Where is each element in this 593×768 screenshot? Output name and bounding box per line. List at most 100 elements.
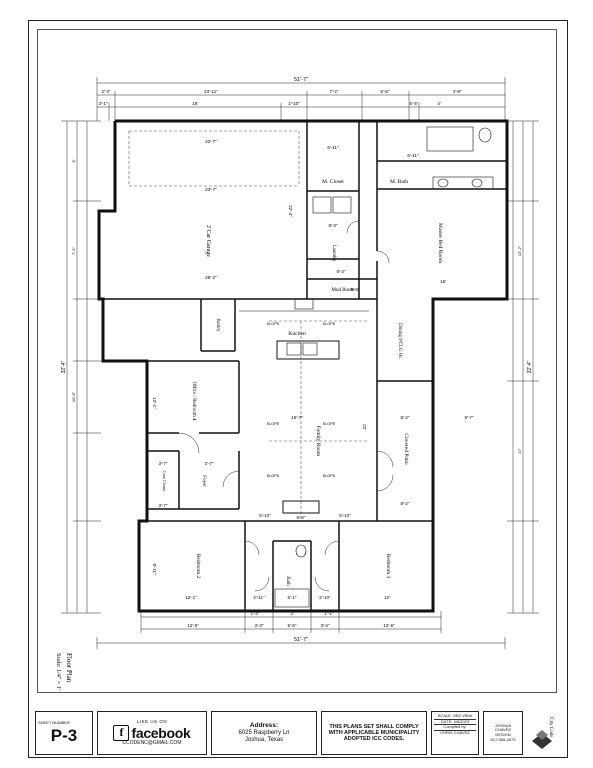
dim-top2-1: 3'-1": [99, 101, 108, 106]
dim-family-w: 15'-7": [291, 415, 303, 420]
room-bath: Bath: [285, 576, 290, 586]
dim-bed-w1: 12'-1": [185, 595, 197, 600]
designer-phone: 817-565-4673: [490, 736, 516, 742]
contact-email: CCODENC@GMAIL.COM: [122, 739, 182, 746]
scale-date-cell: SCALE: SEE VIEW DATE: 4/6/2023 Compiled …: [431, 711, 479, 755]
dim-bottom-3: 5'-5": [288, 623, 297, 628]
designer-line: JOSHUA: [494, 722, 512, 728]
dim-patio-w1: 8'-2": [401, 415, 410, 420]
address-cell: Address: 6025 Raspberry Ln Joshua, Texas: [211, 711, 317, 755]
drawing-sheet: 51'-7" 2'-3" 23'-11" 7'-2" 6'-5" 4'-8" 3…: [28, 20, 568, 758]
slope-label: SLOPE: [267, 422, 280, 426]
master-sink-left: [437, 178, 449, 188]
dim-mbath-w: 6'-11": [407, 153, 419, 158]
designer-cell: JOSHUA CHAVEZ DESIGN 817-565-4673: [483, 711, 523, 755]
dim-top-1: 2'-3": [102, 89, 111, 94]
master-vanity: [432, 176, 494, 190]
facebook-wordmark: facebook: [131, 724, 191, 741]
dim-bath-w1: 2'-11": [253, 595, 265, 600]
slope-label: SLOPE: [323, 422, 336, 426]
dim-top2-3: 2'-10": [288, 101, 300, 106]
code-note: THIS PLANS SET SHALL COMPLY WITH APPLICA…: [328, 723, 420, 743]
room-mud: Mud Room: [332, 288, 355, 293]
room-office: Office / Bedroom 4: [191, 382, 196, 421]
dim-top-3: 7'-2": [330, 89, 339, 94]
designer-line: CHAVEZ: [495, 727, 511, 733]
slope-label: SLOPE: [323, 474, 336, 478]
master-tub: [426, 126, 474, 152]
dim-mudroom-w: 5'-8": [351, 287, 360, 292]
garage-door-lines: [128, 130, 369, 521]
dim-garage-w2: 23'-7": [205, 187, 217, 192]
slope-labels: SLOPE SLOPE SLOPE SLOPE SLOPE SLOPE: [267, 322, 336, 478]
address-line-1: 6025 Raspberry Ln: [238, 729, 290, 736]
designer-line: DESIGN: [495, 732, 511, 737]
address-heading: Address:: [249, 722, 279, 730]
kitchen-island: [276, 340, 340, 360]
side-dimension-lines: [61, 120, 539, 614]
sheet-number-label: SHEET NUMBER: [38, 719, 70, 725]
dryer: [332, 196, 352, 214]
dim-fp-w3: 5'-10": [339, 513, 351, 518]
sheet-number: P-3: [50, 725, 78, 745]
room-laundry: Laundry: [331, 245, 336, 262]
facebook-cell: LIKE US ON f facebook CCODENC@GMAIL.COM: [97, 711, 207, 755]
dim-overall-left: 32'-4": [61, 360, 67, 373]
dim-left-c: 10'-6": [71, 391, 76, 402]
drawing-border: [37, 29, 557, 693]
dim-overall-top: 51'-7": [294, 77, 308, 83]
master-toilet: [478, 127, 492, 143]
bottom-dimension-lines: [96, 611, 506, 649]
dim-coat-w: 3'-7": [159, 503, 168, 508]
floor-plan-drawing: 51'-7" 2'-3" 23'-11" 7'-2" 6'-5" 4'-8" 3…: [55, 77, 539, 690]
dim-bath-w2: 2'-10": [319, 595, 331, 600]
plan-caption-scale: Scale: 1/4" = 1': [55, 653, 61, 690]
master-sink-right: [471, 178, 483, 188]
dim-overall-right: 32'-4": [527, 360, 533, 373]
room-bedroom-3: Bedroom 3: [385, 554, 391, 579]
dim-bottom2-3: 1'-1": [325, 611, 334, 616]
title-block: SHEET NUMBER P-3 LIKE US ON f facebook C…: [35, 711, 563, 755]
compiled-name: CHRIS CHAVEZ: [440, 729, 470, 735]
dim-top2-4: 5'-5": [410, 101, 419, 106]
room-garage: 2 Car Garage: [205, 225, 211, 257]
kitchen-sink-2: [302, 342, 318, 356]
dim-laundry-w2: 8'-3": [337, 269, 346, 274]
fireplace: [282, 500, 320, 514]
dim-foyer-w2: 3'-7": [205, 461, 214, 466]
room-pantry: Pantry: [215, 318, 220, 332]
dim-bottom2-2: 3': [290, 611, 294, 616]
top-dimension-lines: [96, 77, 506, 121]
hall-tub: [274, 588, 310, 608]
dim-left-b: 7'-1": [71, 246, 76, 255]
compiled-label: Compiled by:: [434, 725, 476, 731]
slope-label: SLOPE: [267, 474, 280, 478]
plan-caption-title: Floor Plan: [65, 653, 73, 683]
dim-top-4: 6'-5": [381, 89, 390, 94]
room-coat-closet: Coat Closet: [162, 470, 167, 492]
dim-left-a: 8': [71, 159, 76, 162]
dim-garage-w1: 23'-7": [205, 139, 217, 144]
kitchen-sink: [286, 342, 302, 356]
dim-bottom-1: 12'-5": [187, 623, 199, 628]
slope-label: SLOPE: [267, 322, 280, 326]
dim-top-2: 23'-11": [204, 89, 218, 94]
dim-top2-5: 4': [437, 101, 441, 106]
dim-top2-2: 18': [192, 101, 198, 106]
dim-overall-bottom: 51'-7": [294, 637, 308, 643]
address-line-2: Joshua, Texas: [244, 736, 284, 743]
sheet-number-cell: SHEET NUMBER P-3: [35, 711, 93, 755]
dim-bottom-5: 12'-5": [383, 623, 395, 628]
logo-text: City Code: [548, 717, 553, 738]
room-patio: Covered Patio: [403, 433, 409, 465]
dim-bottom-4: 3'-4": [321, 623, 330, 628]
dim-family-d: 22': [362, 424, 367, 430]
dim-bottom-2: 3'-3": [255, 623, 264, 628]
dim-bed-w2: 12': [384, 595, 390, 600]
code-note-cell: THIS PLANS SET SHALL COMPLY WITH APPLICA…: [321, 711, 427, 755]
dim-patio-w2: 8'-7": [465, 415, 474, 420]
dim-fp-w2: 5'-4": [297, 515, 306, 520]
range: [294, 298, 314, 310]
room-m-closet: M. Closet: [322, 179, 344, 185]
facebook-icon: f: [113, 724, 130, 741]
